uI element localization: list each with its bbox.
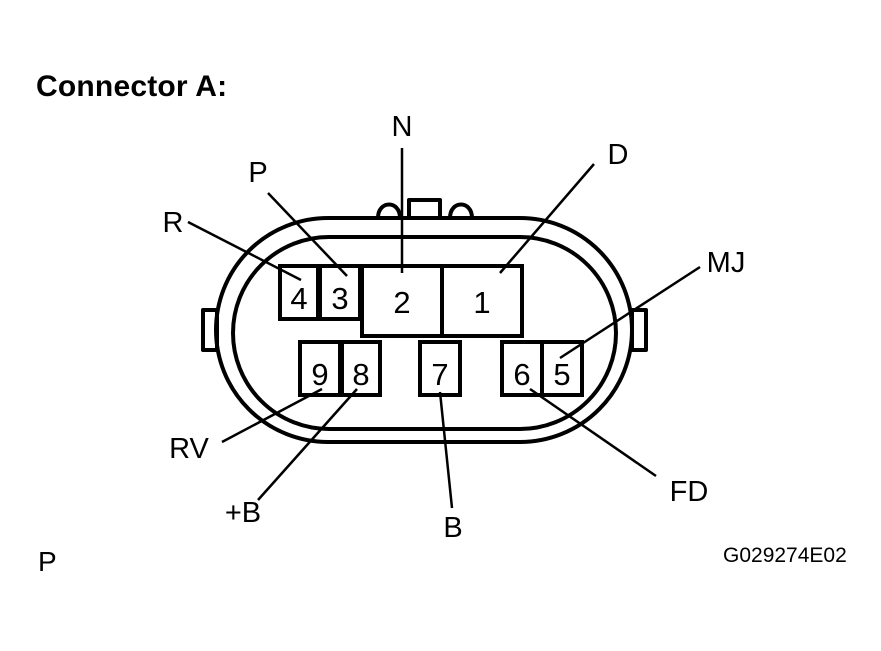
figure-code: G029274E02 <box>723 544 847 567</box>
position-label: P <box>38 546 57 577</box>
terminal-label-rv: RV <box>169 433 209 465</box>
pin-cavity-9 <box>298 340 342 397</box>
pin-number-5: 5 <box>553 357 570 392</box>
pin-number-3: 3 <box>331 281 348 316</box>
right-side-tab <box>630 308 648 352</box>
leader-line-fd <box>529 387 657 478</box>
pin-number-4: 4 <box>290 281 307 316</box>
leader-line-r <box>187 220 302 282</box>
leader-line-rv <box>221 387 323 444</box>
pin-number-7: 7 <box>431 357 448 392</box>
terminal-label-r: R <box>163 207 184 239</box>
leader-line-b <box>438 391 454 509</box>
pin-number-1: 1 <box>473 285 490 320</box>
pin-cavity-6 <box>500 340 544 397</box>
pin-number-2: 2 <box>393 285 410 320</box>
terminal-label-d: D <box>608 139 629 171</box>
leader-line-d <box>499 163 595 274</box>
pin-cavity-8 <box>340 340 382 397</box>
terminal-label-n: N <box>392 111 413 143</box>
leader-line-plus-b <box>257 388 358 501</box>
pin-cavity-7 <box>418 340 462 397</box>
left-side-tab <box>201 308 219 352</box>
connector-inner-shell <box>231 235 618 431</box>
connector-title: Connector A: <box>36 70 228 103</box>
terminal-label-fd: FD <box>670 476 709 508</box>
terminal-label-plus-b: +B <box>225 497 261 529</box>
top-latch <box>376 198 474 219</box>
terminal-label-b: B <box>443 512 462 544</box>
terminal-label-mj: MJ <box>707 247 746 279</box>
terminal-label-p: P <box>248 157 267 189</box>
leader-line-p <box>267 192 348 277</box>
leader-line-mj <box>559 265 701 360</box>
pin-cavity-5 <box>540 340 584 397</box>
pin-number-8: 8 <box>352 357 369 392</box>
pin-number-9: 9 <box>311 357 328 392</box>
pin-number-6: 6 <box>513 357 530 392</box>
pin-cavity-1 <box>440 264 524 338</box>
